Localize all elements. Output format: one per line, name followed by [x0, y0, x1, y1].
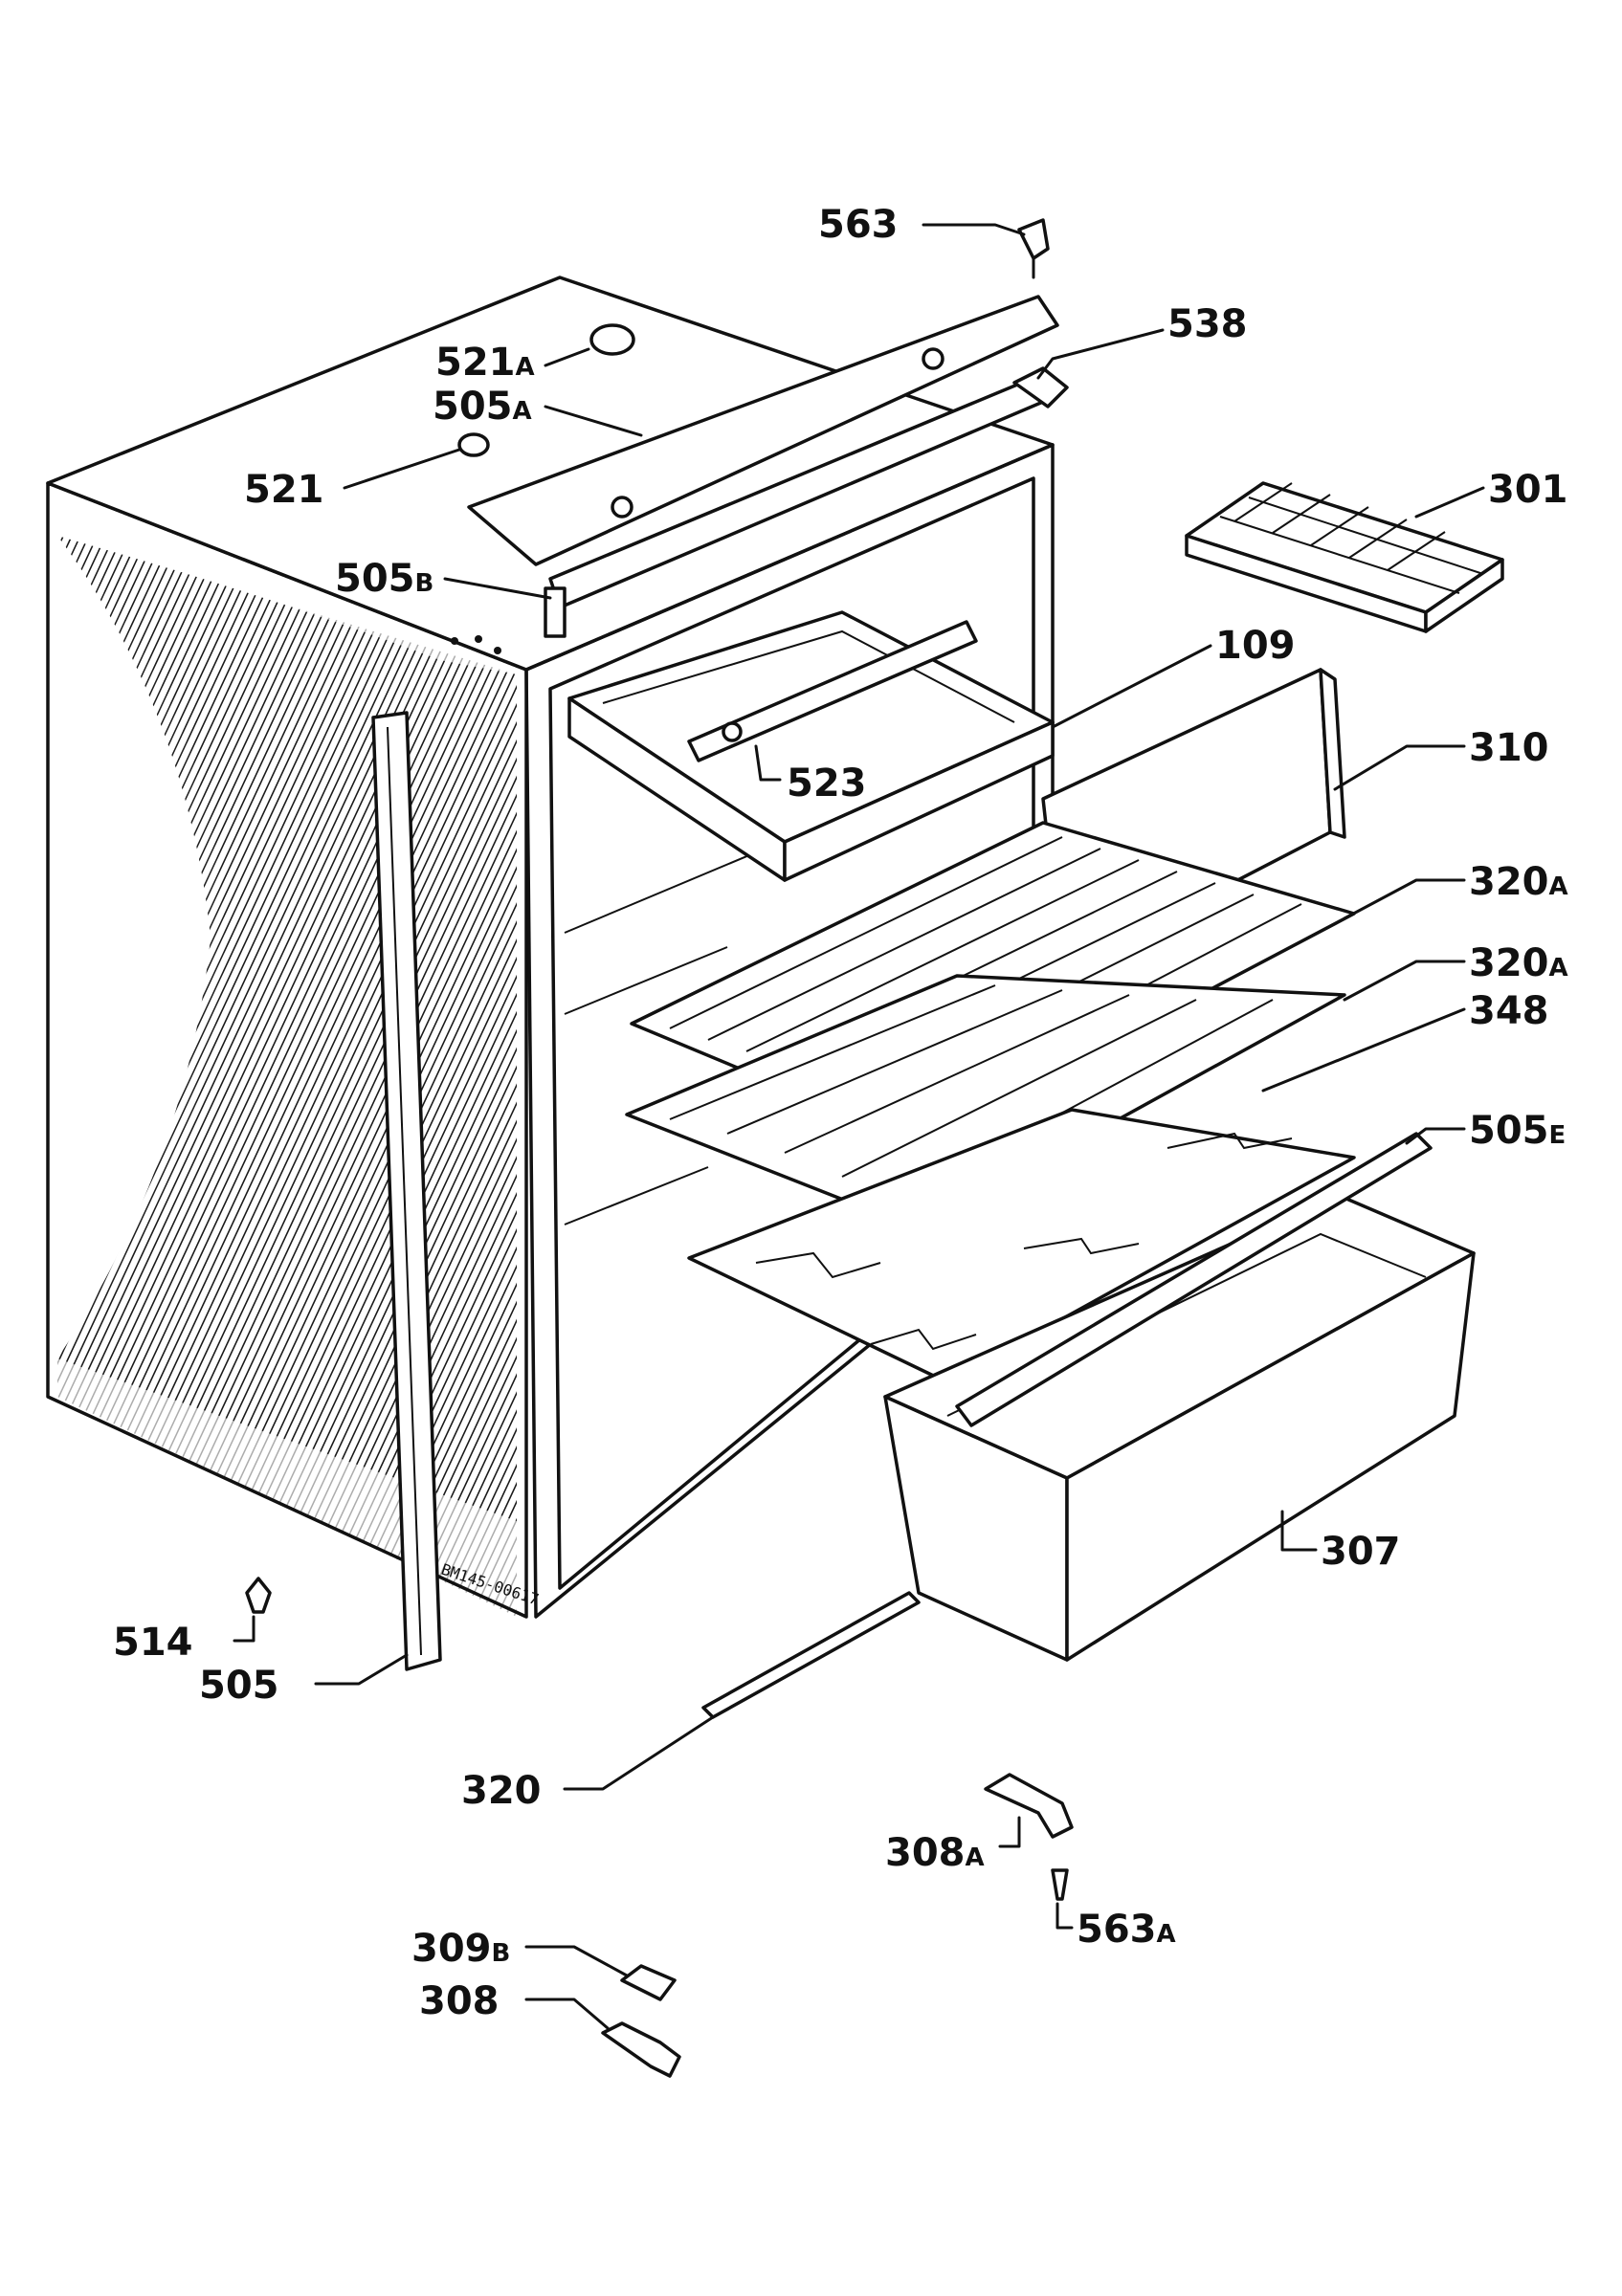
leader-lines — [233, 223, 1485, 2030]
label-308A: 308A — [885, 1831, 985, 1875]
label-505: 505 — [199, 1664, 279, 1708]
glass-shelf — [687, 1108, 1356, 1384]
label-563A: 563A — [1077, 1908, 1176, 1952]
label-505B: 505B — [335, 557, 433, 601]
label-308: 308 — [419, 1979, 500, 2023]
label-521: 521 — [244, 468, 324, 512]
label-505A: 505A — [433, 385, 532, 429]
label-348: 348 — [1469, 989, 1549, 1033]
label-320: 320 — [461, 1769, 542, 1813]
cabinet: BM145-00617 — [46, 276, 1055, 1671]
label-514: 514 — [113, 1621, 193, 1665]
label-309B: 309B — [411, 1927, 510, 1971]
label-563: 563 — [818, 203, 899, 247]
wire-shelf-lower — [625, 974, 1346, 1231]
label-521A: 521A — [435, 341, 535, 385]
label-301: 301 — [1488, 468, 1568, 512]
label-109: 109 — [1215, 624, 1296, 668]
label-538: 538 — [1167, 302, 1248, 346]
small-parts — [245, 218, 1074, 2078]
label-307: 307 — [1321, 1530, 1401, 1574]
label-320A-lower: 320A — [1469, 941, 1568, 985]
label-505E: 505E — [1469, 1109, 1566, 1153]
top-hinge-strip — [467, 295, 1059, 638]
ice-tray — [1185, 481, 1504, 633]
vegetable-crisper — [883, 1132, 1476, 1662]
label-523: 523 — [787, 762, 867, 806]
label-320A-upper: 320A — [1469, 860, 1568, 904]
label-310: 310 — [1469, 726, 1549, 770]
freezer-compartment — [567, 610, 1055, 882]
part-labels: 563 538 521A 505A 521 301 505B 109 523 3… — [113, 203, 1568, 2023]
